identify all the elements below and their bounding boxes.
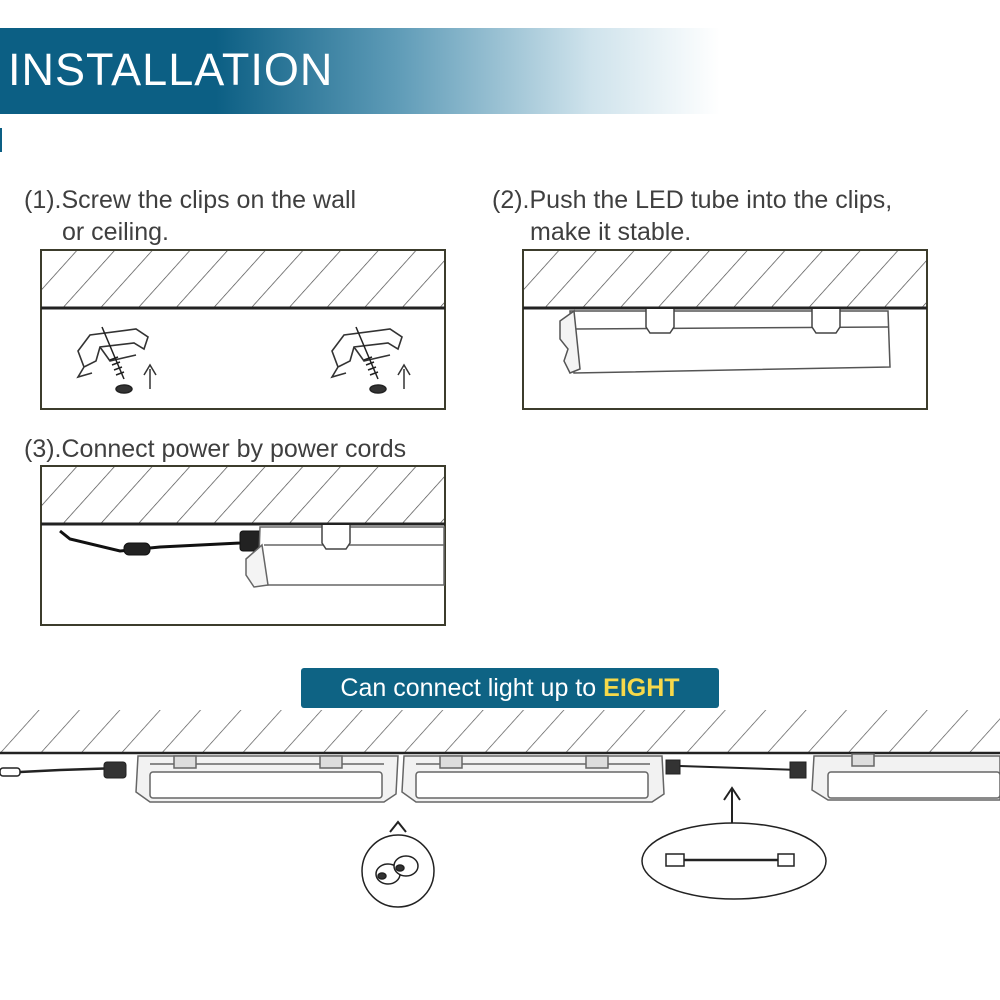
arrow-up-icon <box>389 820 407 833</box>
led-tube <box>245 526 445 588</box>
screw-icon <box>355 326 387 394</box>
led-tube <box>401 755 665 803</box>
connect-limit-text: Can connect light up to <box>340 673 597 702</box>
header-banner <box>0 28 720 114</box>
arrow-up-icon <box>397 363 411 389</box>
arrow-up-icon <box>143 363 157 389</box>
clip-icon <box>321 525 351 550</box>
step-2-line-1: (2).Push the LED tube into the clips, <box>492 186 893 214</box>
step-2-diagram <box>522 249 928 410</box>
step-1-line-2: or ceiling. <box>62 218 169 246</box>
step-2-line-2: make it stable. <box>530 218 692 246</box>
step-3-instruction: (3).Connect power by power cords <box>24 433 406 465</box>
led-tube <box>811 753 1000 801</box>
step-2-instruction: (2).Push the LED tube into the clips, ma… <box>492 184 892 248</box>
clip-icon <box>330 328 403 379</box>
linking-cable-icon <box>641 822 827 900</box>
led-tube <box>135 755 399 803</box>
page-title: INSTALLATION <box>8 44 334 95</box>
connect-limit-highlight: EIGHT <box>603 673 680 702</box>
step-3-line-1: (3).Connect power by power cords <box>24 435 407 463</box>
clip-icon <box>645 309 841 334</box>
linked-tubes-diagram <box>0 708 1000 908</box>
step-1-diagram <box>40 249 446 410</box>
banner-accent <box>0 128 2 152</box>
step-1-instruction: (1).Screw the clips on the wall or ceili… <box>24 184 356 248</box>
connector-icon <box>361 834 435 908</box>
clip-icon <box>76 328 149 379</box>
screw-icon <box>101 326 133 394</box>
connect-limit-badge: Can connect light up to EIGHT <box>301 668 719 708</box>
step-3-diagram <box>40 465 446 626</box>
power-cord-icon <box>0 761 127 779</box>
linking-cable-icon <box>665 759 807 779</box>
step-1-line-1: (1).Screw the clips on the wall <box>24 186 357 214</box>
